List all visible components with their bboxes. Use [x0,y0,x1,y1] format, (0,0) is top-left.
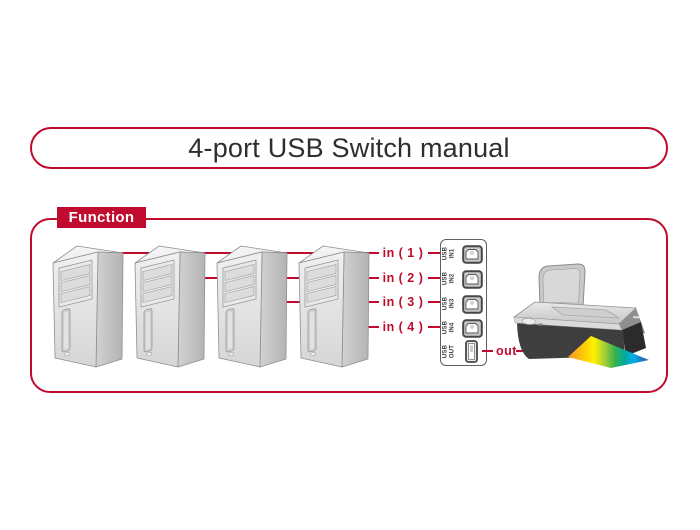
cable-line-2 [203,277,379,280]
out-dash-left [482,350,493,353]
usb-b-port-in1-icon [462,245,483,264]
in-2-label: in ( 2 ) [382,271,424,285]
usb-b-port-in3-icon [462,295,483,314]
in-1-label: in ( 1 ) [382,246,424,260]
cable-dash-4 [428,326,441,329]
cable-dash-2 [428,277,441,280]
in-3-label: in ( 3 ) [382,295,424,309]
printer-rainbow-page [568,336,649,368]
usb-b-port-in4-icon [462,319,483,338]
usb-b-port-in2-icon [462,270,483,289]
printer-illustration [512,263,649,368]
cable-line-4 [367,326,379,329]
cable-dash-1 [428,252,441,255]
computer-tower-1 [52,245,124,368]
computer-tower-2 [134,245,206,368]
computer-tower-4 [298,245,370,368]
page-title: 4-port USB Switch manual [188,132,510,163]
out-label: out [496,344,517,358]
cable-dash-3 [428,301,441,304]
usb-a-port-out-icon [465,340,478,363]
function-section-label: Function [57,207,146,228]
function-section-frame [30,218,668,393]
function-section-label-text: Function [68,209,135,226]
in-4-label: in ( 4 ) [382,320,424,334]
title-box: 4-port USB Switch manual [30,127,668,169]
computer-tower-3 [216,245,288,368]
printer-button [521,318,537,325]
